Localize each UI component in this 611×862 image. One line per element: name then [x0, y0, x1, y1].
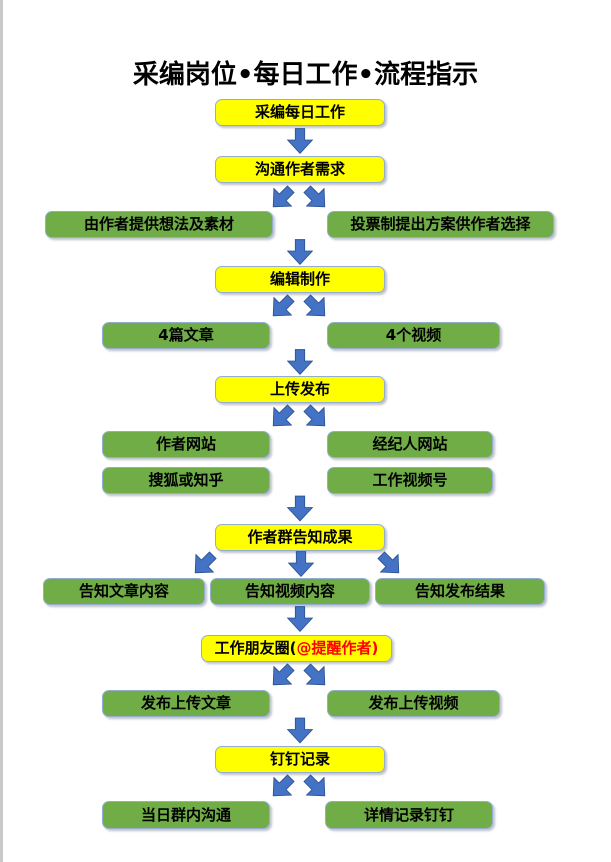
flow-arrow-down-right-icon	[298, 289, 335, 326]
node-agent-website: 经纪人网站	[327, 431, 493, 458]
node-notify-article-content: 告知文章内容	[43, 578, 205, 605]
node-communicate-needs: 沟通作者需求	[215, 156, 385, 183]
node-notify-publish-result: 告知发布结果	[375, 578, 545, 605]
flow-arrow-down-left-icon	[264, 658, 301, 695]
node-four-articles: 4篇文章	[102, 322, 270, 349]
node-sohu-zhihu: 搜狐或知乎	[102, 467, 270, 494]
node-publish-video: 发布上传视频	[327, 690, 500, 717]
flow-arrow-down-right-icon	[298, 180, 335, 217]
flow-arrow-down-left-icon	[264, 399, 301, 436]
flow-arrow-down-icon	[287, 606, 313, 632]
flow-arrow-down-icon	[287, 128, 313, 154]
node-four-videos: 4个视频	[327, 322, 500, 349]
node-detail-record-dingtalk: 详情记录钉钉	[325, 801, 493, 829]
flow-arrow-down-icon	[287, 239, 313, 265]
flow-arrow-down-icon	[287, 495, 313, 522]
node-publish-article: 发布上传文章	[102, 690, 270, 717]
page-edge-strip	[0, 0, 3, 862]
flow-arrow-down-left-icon	[264, 769, 301, 806]
flow-arrow-down-right-icon	[298, 769, 335, 806]
node-daily-work: 采编每日工作	[215, 99, 385, 126]
flow-arrow-down-right-icon	[298, 399, 335, 436]
node-author-website: 作者网站	[102, 431, 270, 458]
page-title: 采编岗位•每日工作•流程指示	[132, 60, 479, 90]
node-daily-group-chat: 当日群内沟通	[102, 801, 270, 829]
flow-arrow-down-icon	[288, 551, 314, 577]
node-notify-video-content: 告知视频内容	[210, 578, 370, 605]
node-dingtalk-record: 钉钉记录	[215, 746, 385, 773]
flow-arrow-down-right-icon	[372, 546, 409, 583]
node-edit-produce: 编辑制作	[215, 266, 385, 293]
node-voting-proposals: 投票制提出方案供作者选择	[327, 211, 554, 238]
flow-arrow-down-icon	[287, 717, 313, 744]
node-work-video-channel: 工作视频号	[327, 467, 493, 494]
flow-arrow-down-left-icon	[186, 546, 223, 583]
flow-arrow-down-icon	[287, 349, 313, 375]
flow-arrow-down-left-icon	[264, 289, 301, 326]
work-moments-highlight: @提醒作者)	[296, 639, 379, 657]
node-work-moments: 工作朋友圈(@提醒作者)	[201, 635, 392, 662]
node-author-ideas: 由作者提供想法及素材	[45, 211, 273, 238]
node-upload-publish: 上传发布	[215, 376, 385, 403]
node-author-group-notify: 作者群告知成果	[215, 524, 385, 551]
work-moments-label: 工作朋友圈(	[214, 639, 297, 657]
flow-arrow-down-right-icon	[298, 658, 335, 695]
